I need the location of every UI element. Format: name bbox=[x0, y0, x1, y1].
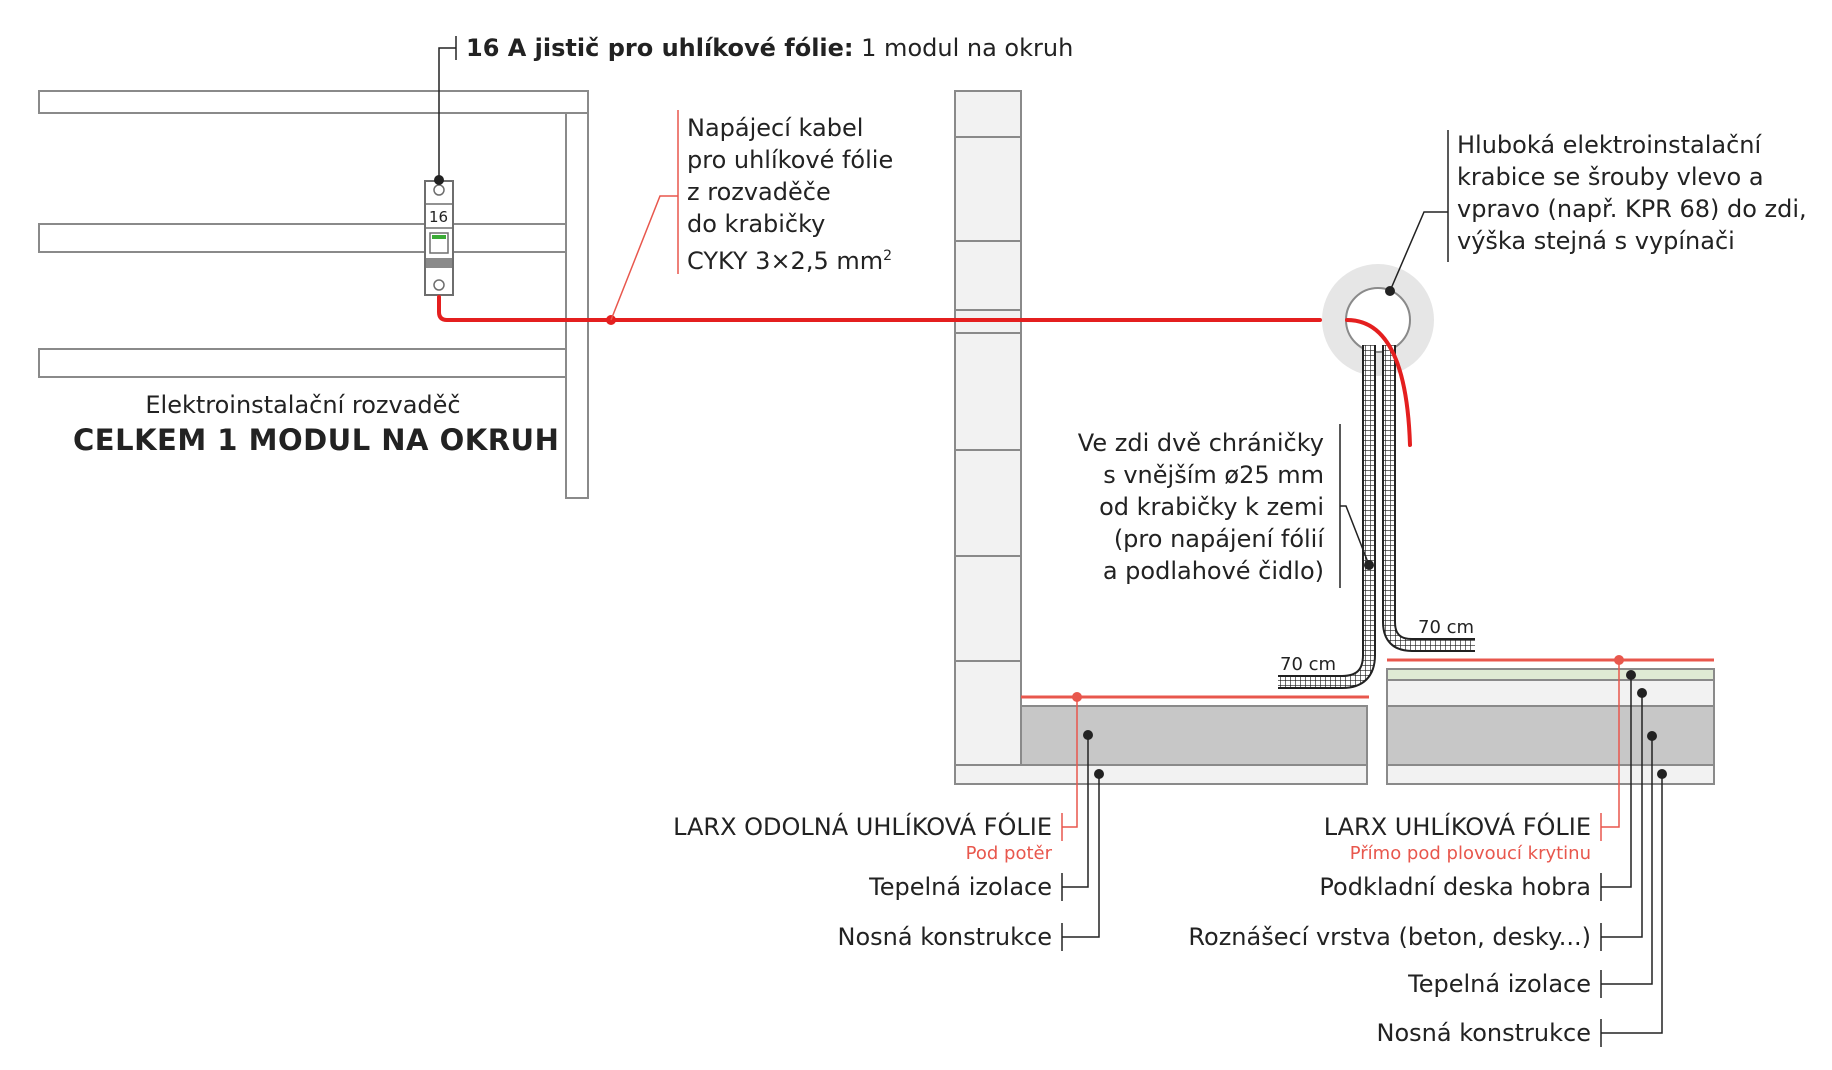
leader-right-hobra bbox=[1601, 675, 1632, 888]
leader-dot bbox=[1657, 769, 1667, 779]
right-layer-structure: Nosná konstrukce bbox=[1376, 1019, 1591, 1047]
cable-spec-sup: 2 bbox=[883, 248, 893, 264]
leader-dot bbox=[1094, 769, 1104, 779]
leader-dot bbox=[1626, 670, 1636, 680]
leader-cable bbox=[610, 195, 678, 321]
conduit-left-length: 70 cm bbox=[1280, 654, 1337, 675]
floor-right bbox=[1386, 668, 1715, 785]
leader-right-structure bbox=[1601, 774, 1663, 1034]
leader-box bbox=[1389, 211, 1448, 292]
cable-spec: CYKY 3×2,5 mm bbox=[687, 247, 884, 275]
leader-dot-red bbox=[1072, 692, 1082, 702]
leader-dot bbox=[1364, 560, 1374, 570]
conduits bbox=[1278, 345, 1475, 689]
breaker-label-rest: 1 modul na okruh bbox=[853, 34, 1074, 62]
conduits-label-line: Ve zdi dvě chráničky bbox=[1077, 429, 1324, 457]
panel-rail-middle bbox=[38, 223, 567, 253]
conduits-label-line: a podlahové čidlo) bbox=[1102, 557, 1324, 585]
cable-label-line: Napájecí kabel bbox=[687, 114, 864, 142]
leader-right-foil bbox=[1601, 660, 1620, 828]
leader-left-insulation bbox=[1062, 735, 1089, 888]
panel-rail-bottom bbox=[38, 348, 567, 378]
left-layer-structure: Nosná konstrukce bbox=[837, 923, 1052, 951]
conduits-label-line: od krabičky k zemi bbox=[1099, 493, 1324, 521]
right-layer-hobra: Podkladní deska hobra bbox=[1319, 873, 1591, 901]
floor-right-insulation bbox=[1386, 705, 1715, 766]
cable-label: Napájecí kabel pro uhlíkové fólie z rozv… bbox=[687, 112, 893, 277]
box-label-line: krabice se šrouby vlevo a bbox=[1457, 163, 1764, 191]
box-label-line: Hluboká elektroinstalační bbox=[1457, 131, 1762, 159]
leader-right-spreading bbox=[1601, 693, 1643, 938]
leader-dot bbox=[1637, 688, 1647, 698]
cable-label-line: do krabičky bbox=[687, 210, 826, 238]
leader-left-foil bbox=[1062, 697, 1078, 828]
leader-dots bbox=[434, 175, 1667, 779]
left-foil-title: LARX ODOLNÁ UHLÍKOVÁ FÓLIE bbox=[673, 813, 1052, 841]
floor-right-spreading-layer bbox=[1386, 679, 1715, 707]
breaker-indicator bbox=[432, 235, 446, 239]
supply-cable bbox=[437, 295, 1412, 447]
leader-dot-red bbox=[1614, 655, 1624, 665]
left-foil-note: Pod potěr bbox=[965, 843, 1052, 864]
breaker-screw-bottom bbox=[433, 279, 445, 291]
wall-joints bbox=[955, 136, 1021, 662]
supply-cable-line bbox=[437, 295, 1322, 322]
right-foil-note: Přímo pod plovoucí krytinu bbox=[1349, 843, 1591, 864]
cable-label-line: z rozvaděče bbox=[687, 178, 831, 206]
cable-label-line: pro uhlíkové fólie bbox=[687, 146, 894, 174]
leader-lines bbox=[438, 36, 1663, 1047]
leader-breaker bbox=[438, 47, 456, 180]
panel-rail-top bbox=[38, 90, 589, 114]
floor-right-structure bbox=[1386, 764, 1715, 785]
breaker-module bbox=[424, 180, 454, 296]
right-layer-insulation: Tepelná izolace bbox=[1408, 970, 1591, 998]
breaker-toggle bbox=[426, 258, 452, 268]
conduits-label-line: (pro napájení fólií bbox=[1113, 525, 1324, 553]
box-label-line: výška stejná s vypínači bbox=[1457, 227, 1735, 255]
conduit-right-fill bbox=[1384, 345, 1475, 650]
left-layer-insulation: Tepelná izolace bbox=[869, 873, 1052, 901]
junction-box-label: Hluboká elektroinstalační krabice se šro… bbox=[1457, 129, 1807, 257]
conduits-label-line: s vnějším ø25 mm bbox=[1103, 461, 1324, 489]
panel-caption-bold: CELKEM 1 MODUL NA OKRUH bbox=[73, 423, 560, 457]
conduit-right-length: 70 cm bbox=[1418, 617, 1475, 638]
leader-right-insulation bbox=[1601, 736, 1653, 985]
right-layer-spreading: Roznášecí vrstva (beton, desky...) bbox=[1188, 923, 1591, 951]
supply-cable-drop bbox=[1345, 318, 1412, 447]
panel-caption: Elektroinstalační rozvaděč bbox=[145, 391, 461, 419]
conduit-left-fill bbox=[1278, 345, 1374, 687]
distribution-panel bbox=[38, 90, 589, 499]
floor-right-hobra bbox=[1386, 668, 1715, 681]
floor-left-structure bbox=[954, 764, 1368, 785]
leader-dot bbox=[1647, 731, 1657, 741]
leader-conduits bbox=[1340, 505, 1370, 566]
leader-dot bbox=[1083, 730, 1093, 740]
leader-dot bbox=[1385, 286, 1395, 296]
breaker-label: 16 A jistič pro uhlíkové fólie: 1 modul … bbox=[466, 32, 1073, 64]
panel-side bbox=[565, 112, 589, 499]
right-foil-title: LARX UHLÍKOVÁ FÓLIE bbox=[1323, 813, 1591, 841]
conduits-label: Ve zdi dvě chráničky s vnějším ø25 mm od… bbox=[1078, 427, 1324, 587]
cable-label-spec: CYKY 3×2,5 mm2 bbox=[687, 240, 893, 277]
breaker-module-number: 16 bbox=[429, 208, 449, 226]
leader-lines-red bbox=[610, 110, 1620, 841]
floor-left-insulation bbox=[1020, 705, 1368, 766]
leader-dot bbox=[434, 175, 444, 185]
breaker-screw-top bbox=[433, 184, 445, 196]
wall-body bbox=[954, 90, 1022, 785]
breaker-label-bold: 16 A jistič pro uhlíkové fólie: bbox=[466, 34, 854, 62]
leader-left-structure bbox=[1062, 774, 1100, 938]
wall bbox=[954, 90, 1022, 785]
floor-left bbox=[954, 705, 1368, 785]
junction-box bbox=[1322, 264, 1434, 376]
box-label-line: vpravo (např. KPR 68) do zdi, bbox=[1457, 195, 1807, 223]
conduit-right bbox=[1382, 345, 1475, 652]
